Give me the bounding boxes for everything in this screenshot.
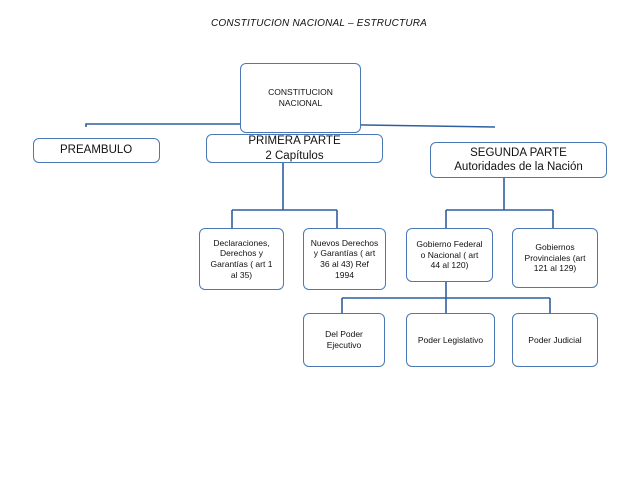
- node-constitucion-nacional: CONSTITUCION NACIONAL: [240, 63, 361, 133]
- node-poder-legislativo: Poder Legislativo: [406, 313, 495, 367]
- node-segunda-parte: SEGUNDA PARTE Autoridades de la Nación: [430, 142, 607, 178]
- node-declaraciones: Declaraciones, Derechos y Garantías ( ar…: [199, 228, 284, 290]
- node-preambulo: PREAMBULO: [33, 138, 160, 163]
- diagram-title: CONSTITUCION NACIONAL – ESTRUCTURA: [210, 18, 428, 29]
- node-nuevos-derechos: Nuevos Derechos y Garantías ( art 36 al …: [303, 228, 386, 290]
- node-poder-ejecutivo: Del Poder Ejecutivo: [303, 313, 385, 367]
- node-gobiernos-provinciales: Gobiernos Provinciales (art 121 al 129): [512, 228, 598, 288]
- node-poder-judicial: Poder Judicial: [512, 313, 598, 367]
- node-primera-parte: PRIMERA PARTE 2 Capítulos: [206, 134, 383, 163]
- node-gobierno-federal: Gobierno Federal o Nacional ( art 44 al …: [406, 228, 493, 282]
